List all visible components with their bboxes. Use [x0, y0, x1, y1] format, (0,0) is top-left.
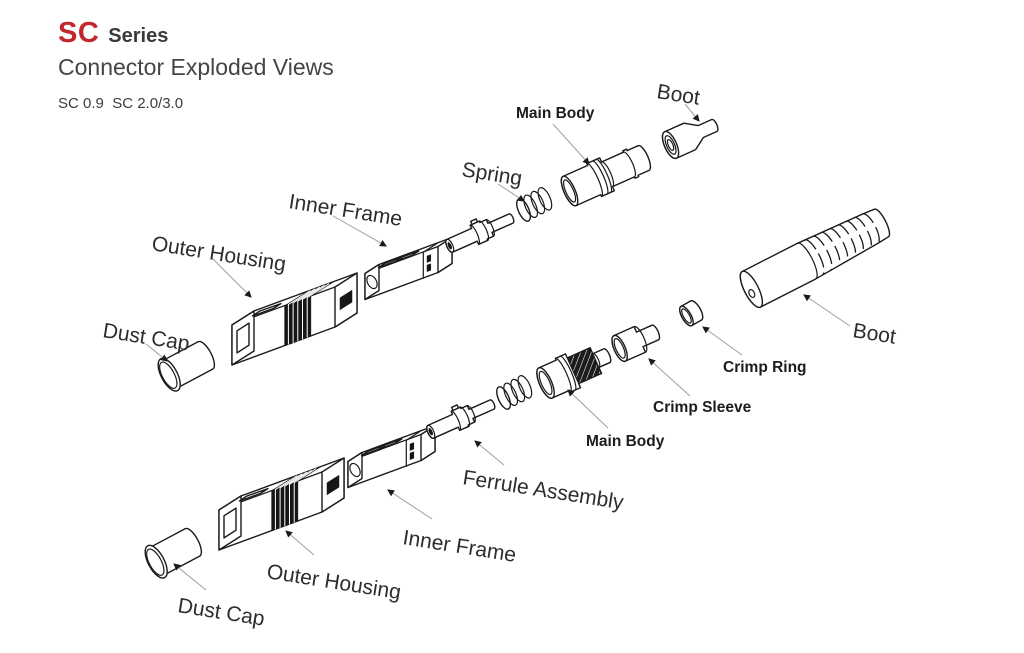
- boot-small-drawing: [661, 118, 719, 160]
- leader-ferrule-assembly: [474, 440, 505, 466]
- assembly-sc-2-3: [139, 208, 891, 583]
- leader-top-boot: [684, 103, 700, 122]
- leader-crimp-sleeve: [648, 358, 691, 397]
- series-code: SC: [58, 17, 100, 49]
- label-top-spring: Spring: [460, 158, 524, 190]
- crimp-ring-drawing: [679, 300, 704, 327]
- spring-bottom-drawing: [492, 373, 536, 412]
- label-bottom-main-body: Main Body: [586, 433, 665, 450]
- variant-list: SC 0.9 SC 2.0/3.0: [58, 95, 184, 112]
- label-bottom-boot: Boot: [851, 319, 897, 349]
- leader-top-main-body: [552, 123, 590, 165]
- label-top-outer-housing: Outer Housing: [150, 232, 287, 276]
- label-top-main-body: Main Body: [516, 105, 595, 122]
- ferrule-assembly-top-drawing: [440, 204, 518, 258]
- leader-bottom-outer-housing: [285, 530, 315, 556]
- ferrule-assembly-bottom-drawing: [421, 390, 499, 444]
- label-bottom-outer-housing: Outer Housing: [265, 560, 402, 604]
- label-crimp-sleeve: Crimp Sleeve: [653, 399, 752, 416]
- leader-crimp-ring: [702, 326, 743, 356]
- leader-lines: [145, 103, 851, 591]
- label-bottom-inner-frame: Inner Frame: [401, 526, 518, 567]
- series-word: Series: [108, 25, 169, 47]
- leader-bottom-dust-cap: [173, 563, 207, 591]
- inner-frame-bottom-drawing: [347, 424, 436, 489]
- assembly-sc-0-9: [152, 118, 719, 396]
- label-bottom-dust-cap: Dust Cap: [176, 594, 266, 630]
- leader-top-outer-housing: [211, 257, 252, 298]
- outer-housing-bottom-drawing: [218, 457, 345, 551]
- main-body-top-drawing: [560, 144, 652, 207]
- title-block: SC Series Connector Exploded Views SC 0.9…: [58, 18, 334, 112]
- crimp-sleeve-drawing: [611, 324, 661, 363]
- label-top-inner-frame: Inner Frame: [287, 190, 404, 231]
- label-crimp-ring: Crimp Ring: [723, 359, 807, 376]
- page-title: Connector Exploded Views: [58, 54, 334, 80]
- spring-top-drawing: [512, 185, 556, 224]
- dust-cap-bottom-drawing: [139, 523, 207, 583]
- outer-housing-top-drawing: [231, 272, 358, 366]
- main-body-bottom-drawing: [536, 347, 612, 399]
- leader-top-spring: [497, 183, 525, 202]
- leader-top-inner-frame: [332, 215, 387, 247]
- leader-bottom-inner-frame: [387, 489, 433, 520]
- leader-top-dust-cap: [145, 343, 168, 362]
- leader-bottom-main-body: [567, 389, 609, 429]
- leader-bottom-boot: [803, 294, 851, 327]
- series-title: SC Series: [58, 18, 334, 53]
- label-top-dust-cap: Dust Cap: [101, 319, 191, 355]
- boot-large-drawing: [739, 208, 891, 309]
- label-ferrule-assembly: Ferrule Assembly: [461, 466, 625, 514]
- inner-frame-top-drawing: [364, 236, 453, 301]
- label-top-boot: Boot: [655, 80, 701, 110]
